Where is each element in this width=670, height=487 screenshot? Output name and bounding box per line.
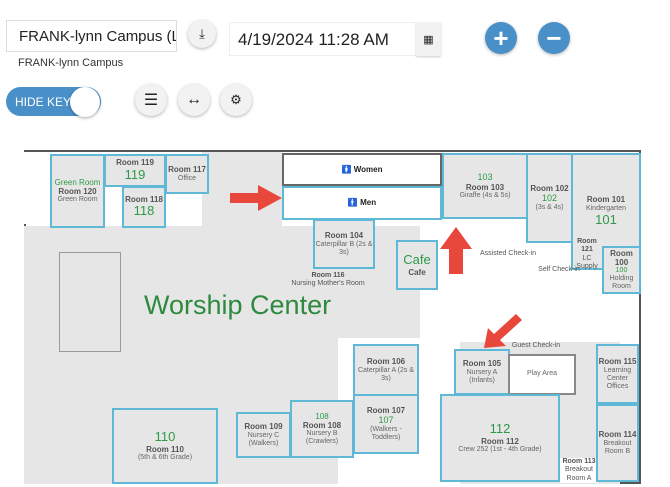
floor-area (202, 152, 282, 228)
zoom-in-button[interactable]: + (485, 22, 517, 54)
settings-button[interactable]: ⚙ (220, 84, 252, 116)
sliders-icon: ☰ (143, 92, 159, 109)
restroom-women[interactable]: 🚺 Women (282, 153, 442, 186)
zoom-out-button[interactable]: − (538, 22, 570, 54)
fit-width-button[interactable]: ↔ (178, 84, 210, 116)
arrow-right-icon (230, 185, 282, 211)
assisted-checkin[interactable]: Assisted Check-in (479, 250, 537, 257)
guest-checkin[interactable]: Guest Check-in (511, 342, 561, 349)
campus-name: FRANK-lynn Campus (18, 57, 124, 69)
campus-select[interactable]: FRANK-lynn Campus (La (6, 20, 177, 52)
arrow-up-icon (440, 227, 472, 274)
stage (59, 252, 121, 352)
annotation-arrows (230, 185, 522, 348)
download-icon: ⤓ (199, 26, 205, 41)
calendar-button[interactable]: ▦ (416, 22, 441, 56)
worship-center-label: Worship Center (144, 290, 332, 320)
stair (24, 152, 48, 224)
gear-icon: ⚙ (230, 92, 242, 107)
toggle-knob[interactable] (70, 87, 100, 117)
arrows-horizontal-icon: ↔ (186, 91, 202, 108)
hide-key-label: HIDE KEY (15, 95, 72, 109)
calendar-icon: ▦ (423, 33, 434, 46)
self-checkin[interactable]: Self Check-in (538, 266, 580, 273)
arrow-diagonal-icon (484, 314, 522, 348)
filters-button[interactable]: ☰ (135, 84, 167, 116)
download-button[interactable]: ⤓ (188, 20, 216, 48)
restroom-men[interactable]: 🚹 Men (282, 186, 442, 220)
datetime-input[interactable]: 4/19/2024 11:28 AM (229, 22, 441, 56)
